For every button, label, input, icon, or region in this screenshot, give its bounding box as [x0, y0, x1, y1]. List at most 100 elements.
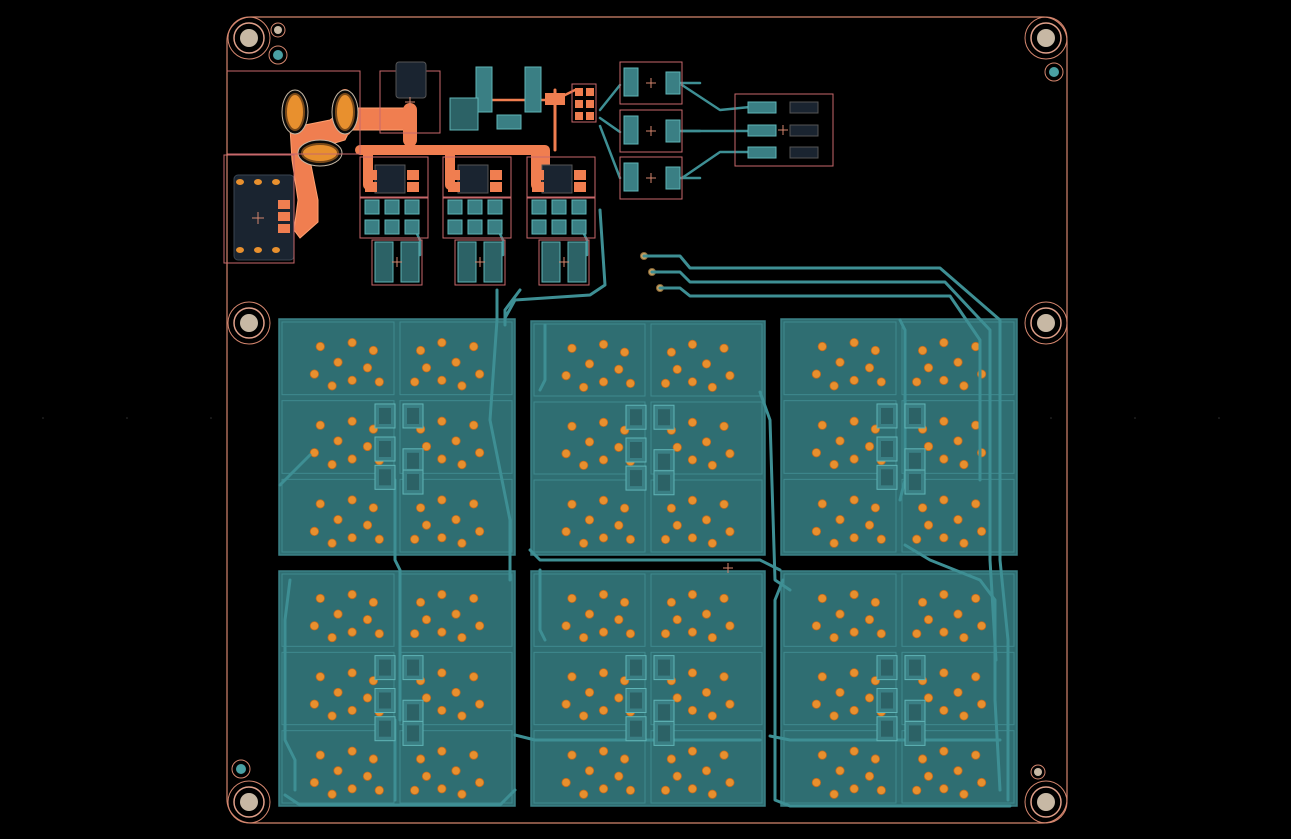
via [333, 609, 343, 619]
via [817, 672, 827, 682]
via [687, 495, 698, 505]
via [584, 687, 595, 698]
via [835, 514, 845, 525]
fiducial-outline [1044, 62, 1064, 82]
via [469, 499, 479, 509]
via [953, 766, 963, 776]
via [451, 766, 461, 776]
via-layer [309, 252, 987, 799]
via [687, 589, 698, 600]
via [660, 534, 671, 545]
hex-cell [783, 730, 897, 804]
via [347, 784, 357, 794]
hex-cell [281, 321, 395, 396]
mounting-hole-outline [1024, 16, 1068, 60]
slot-pad [285, 93, 305, 131]
grid-dot [126, 417, 128, 419]
smd-orange [545, 93, 565, 105]
via [923, 363, 934, 373]
via [598, 668, 609, 678]
via [672, 364, 682, 374]
via [660, 629, 671, 639]
bottom-trace [528, 548, 782, 572]
keepout-outline [223, 70, 361, 264]
mounting-hole-ring [233, 786, 265, 818]
via [959, 632, 969, 643]
via [829, 459, 839, 470]
via [315, 420, 325, 430]
hex-cell [901, 321, 1015, 396]
hex-cell [650, 323, 763, 397]
led-body [630, 692, 642, 709]
bottom-trace [903, 543, 1002, 792]
led-body [881, 692, 893, 709]
via [347, 416, 357, 426]
hex-cell [650, 573, 763, 647]
led-body [379, 469, 391, 486]
via [327, 538, 337, 548]
via [725, 699, 735, 709]
via [971, 672, 981, 682]
jumper-pad [586, 100, 594, 108]
driver-smd [365, 182, 377, 192]
via [315, 672, 325, 682]
hex-block [780, 570, 1018, 807]
mounting-hole-outline [1024, 780, 1068, 824]
via [474, 699, 485, 709]
led-body [658, 409, 670, 426]
via [567, 672, 577, 682]
via [614, 520, 624, 530]
via [953, 687, 963, 698]
via [687, 668, 698, 678]
hex-cell [650, 479, 763, 553]
hex-cell [533, 479, 646, 553]
via [666, 754, 677, 764]
via [368, 345, 378, 356]
via [584, 515, 595, 525]
via [849, 627, 859, 637]
hex-cell [399, 400, 513, 474]
via [598, 705, 609, 716]
via [410, 377, 420, 387]
jumper-pad [575, 112, 583, 120]
via [817, 593, 827, 604]
hex-cell [533, 730, 646, 804]
via [579, 789, 589, 799]
via [849, 533, 859, 543]
via [876, 629, 886, 639]
via [469, 750, 479, 760]
passives-courtyard [526, 197, 596, 239]
via [864, 614, 875, 625]
via [976, 699, 987, 709]
via [457, 789, 467, 799]
via [437, 627, 447, 637]
led-body [658, 474, 670, 491]
via [415, 503, 426, 513]
module-pad [272, 179, 280, 185]
via [347, 495, 357, 505]
via [619, 754, 630, 764]
via [672, 520, 682, 530]
via [864, 363, 875, 373]
via [309, 369, 319, 379]
via [474, 777, 485, 788]
via [719, 421, 729, 431]
mounting-hole-outline [227, 780, 271, 824]
led-body [407, 407, 419, 424]
via [811, 777, 822, 788]
via [437, 746, 447, 756]
via [347, 337, 357, 348]
via [598, 417, 609, 427]
via [953, 436, 963, 446]
via [579, 711, 589, 721]
via [817, 499, 827, 509]
via [410, 534, 420, 544]
driver-smd [365, 170, 377, 180]
via [415, 754, 426, 764]
via [849, 337, 859, 348]
via [876, 785, 886, 795]
via [362, 771, 373, 781]
via [939, 746, 949, 756]
hex-cell [399, 321, 513, 396]
